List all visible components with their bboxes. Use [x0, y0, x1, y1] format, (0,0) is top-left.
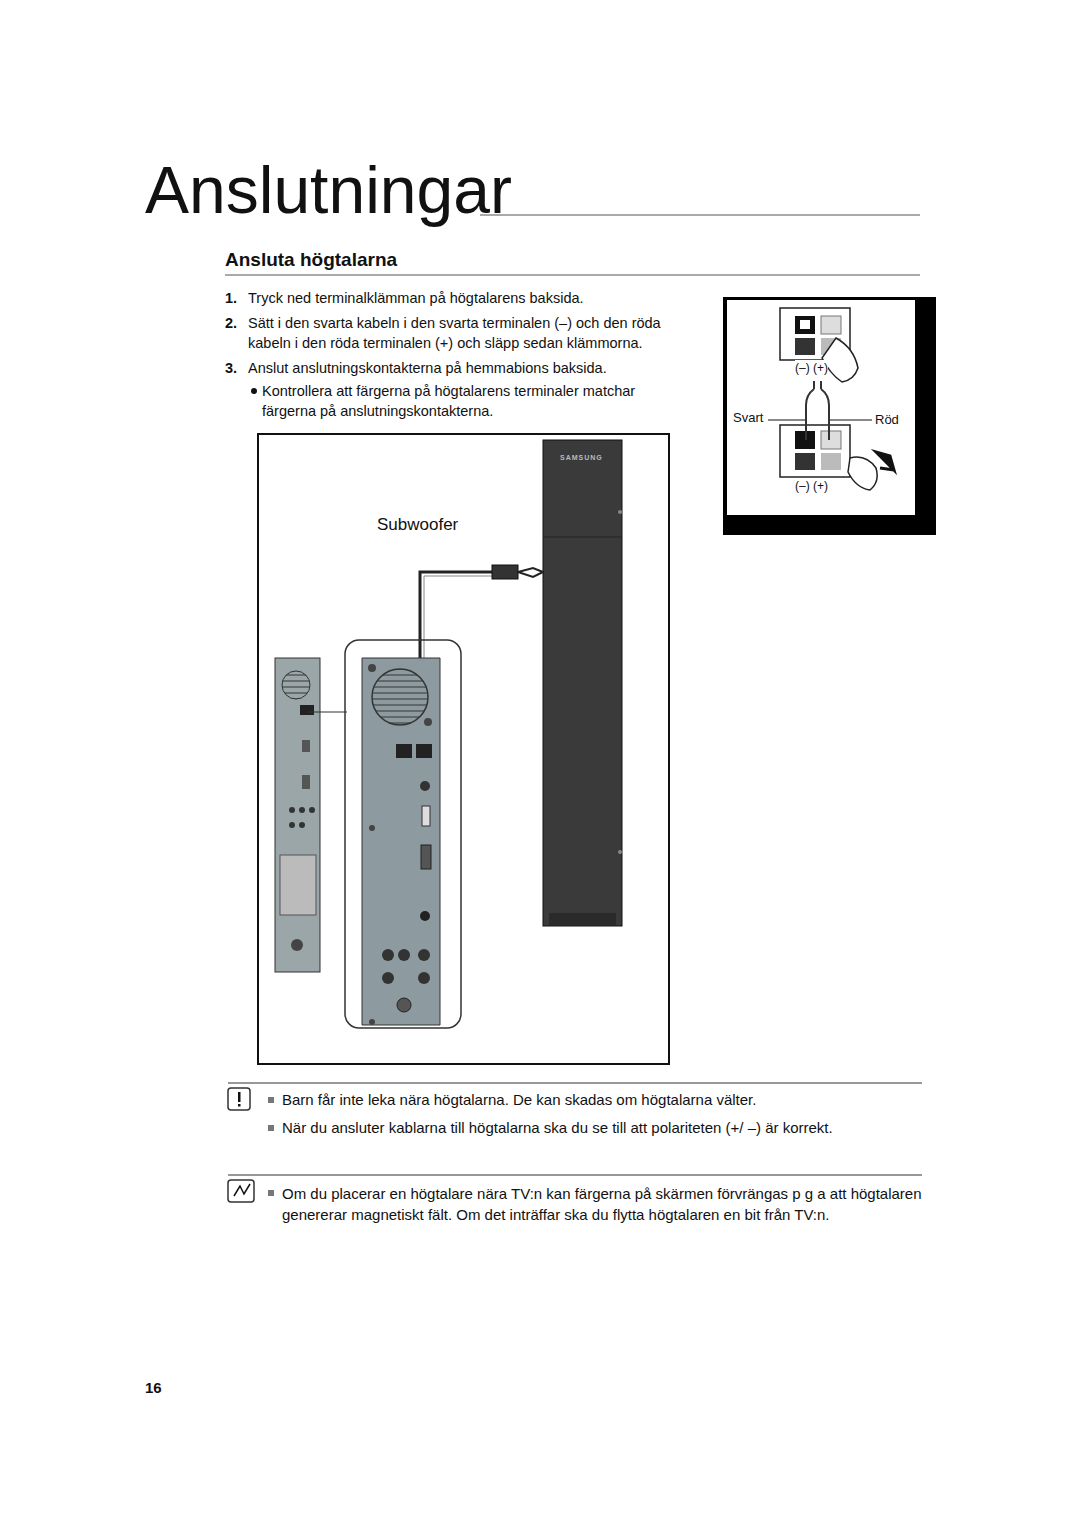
bullet-dot: [251, 388, 257, 394]
note-icon: [228, 1180, 254, 1202]
speaker: [543, 440, 622, 926]
step-number: 2.: [225, 313, 245, 333]
section-heading: Ansluta högtalarna: [225, 250, 725, 270]
note-icon-mark: [234, 1184, 250, 1196]
component-name: Subwoofer: [377, 517, 458, 533]
section-rule: [225, 275, 920, 276]
illustration-frame: Subwoofer: [257, 433, 670, 1065]
caution-icon-mark: [238, 1092, 241, 1102]
polarity-label: (–) (+): [795, 478, 828, 494]
wire-color-label: Röd: [875, 412, 899, 428]
caution-note: Barn får inte leka nära högtalarna. De k…: [282, 1090, 922, 1110]
wire-color-label: Svart: [733, 410, 763, 426]
step-number: 1.: [225, 288, 245, 308]
bullet-text: Kontrollera att färgerna på högtalarens …: [262, 381, 672, 421]
note-bullet: [268, 1190, 274, 1196]
back-panel-small: [275, 658, 347, 972]
title-rule: [480, 215, 920, 216]
terminal-inset-frame: (–) (+) Svart Röd (–) (+): [723, 297, 936, 535]
back-panel-large: [345, 640, 461, 1028]
note-rule: [228, 1175, 922, 1176]
step-text: Anslut anslutningskontakterna på hemmabi…: [248, 358, 698, 378]
terminal-inset: [723, 297, 936, 535]
step-text: Sätt i den svarta kabeln i den svarta te…: [248, 313, 703, 353]
page-number: 16: [145, 1378, 185, 1398]
step-text: Tryck ned terminalklämman på högtalarens…: [248, 288, 698, 308]
page-title: Anslutningar: [145, 152, 512, 228]
info-note: Om du placerar en högtalare nära TV:n ka…: [282, 1183, 922, 1225]
polarity-label: (–) (+): [795, 360, 828, 376]
caution-icon: [228, 1088, 250, 1110]
caution-note: När du ansluter kablarna till högtalarna…: [282, 1118, 922, 1138]
caution-icon-dot: [238, 1104, 241, 1107]
brand-logo: SAMSUNG: [560, 453, 616, 463]
note-rule: [228, 1083, 922, 1084]
note-bullet: [268, 1125, 274, 1131]
step-number: 3.: [225, 358, 245, 378]
note-bullet: [268, 1097, 274, 1103]
